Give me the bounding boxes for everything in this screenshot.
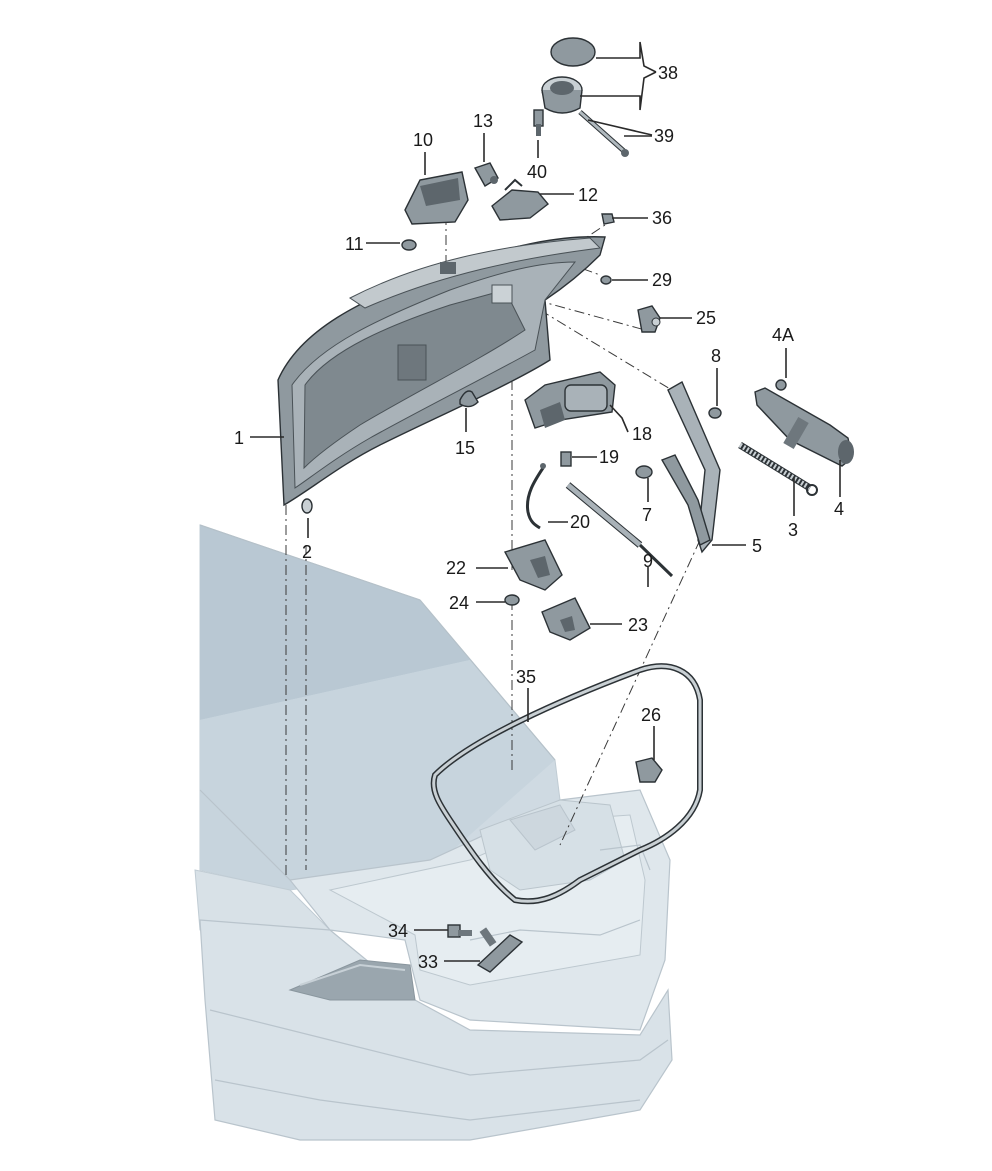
part-15-stop: [459, 390, 479, 408]
part-10-handle: [404, 171, 469, 225]
callout-26: 26: [641, 705, 661, 725]
part-13-switch: [473, 162, 499, 187]
callout-13: 13: [473, 111, 493, 131]
part-24-nut: [504, 594, 520, 606]
part-4a-nut: [775, 379, 787, 391]
part-36-clip: [601, 213, 615, 225]
callout-11: 11: [345, 234, 364, 254]
part-8-nut: [708, 407, 722, 419]
callout-9: 9: [643, 551, 653, 571]
part-23-striker: [541, 597, 591, 641]
callout-22: 22: [446, 558, 466, 578]
callout-24: 24: [449, 593, 469, 613]
callout-19: 19: [599, 447, 619, 467]
part-22-lock: [503, 539, 563, 591]
callout-18: 18: [632, 424, 652, 444]
callout-4a: 4A: [772, 325, 794, 345]
part-34-bolt: [447, 924, 472, 938]
car-rear-body: [194, 524, 673, 1141]
callout-4: 4: [834, 499, 844, 519]
callout-20: 20: [570, 512, 590, 532]
part-2-plug: [301, 498, 313, 514]
part-38-caps: [541, 37, 596, 114]
callout-12: 12: [578, 185, 598, 205]
callout-15: 15: [455, 438, 475, 458]
callout-labels: 38 39 40 13 10 12 36 11 29 25 4A 8 1 15 …: [234, 63, 844, 972]
part-7-screw: [635, 465, 653, 479]
callout-39: 39: [654, 126, 674, 146]
part-26-buffer: [635, 757, 663, 783]
part-9-gas-strut: [565, 482, 674, 578]
callout-5: 5: [752, 536, 762, 556]
part-11-nut: [401, 239, 417, 251]
callout-8: 8: [711, 346, 721, 366]
callout-40: 40: [527, 162, 547, 182]
callout-10: 10: [413, 130, 433, 150]
callout-34: 34: [388, 921, 408, 941]
part-39-rod: [578, 110, 629, 157]
part-12-latch: [491, 178, 550, 221]
callout-23: 23: [628, 615, 648, 635]
part-40-bolt: [533, 109, 544, 136]
part-5-hinge: [660, 381, 721, 554]
part-19-fastener: [560, 451, 572, 467]
callout-38: 38: [658, 63, 678, 83]
callout-7: 7: [642, 505, 652, 525]
part-25-buffer: [637, 305, 661, 333]
part-20-cable: [525, 463, 546, 530]
callout-2: 2: [302, 542, 312, 562]
part-3-spring-strut: [738, 442, 818, 496]
part-35-seal: [430, 663, 703, 905]
part-29-nut: [600, 275, 612, 285]
callout-33: 33: [418, 952, 438, 972]
callout-3: 3: [788, 520, 798, 540]
part-18-motor: [524, 371, 616, 429]
leader-lines: [250, 41, 841, 962]
callout-36: 36: [652, 208, 672, 228]
callout-29: 29: [652, 270, 672, 290]
part-33-striker-plate: [476, 927, 524, 973]
callout-1: 1: [234, 428, 244, 448]
callout-25: 25: [696, 308, 716, 328]
callout-35: 35: [516, 667, 536, 687]
trunk-lid-part: [277, 236, 606, 507]
part-4-spindle-drive: [754, 387, 854, 467]
